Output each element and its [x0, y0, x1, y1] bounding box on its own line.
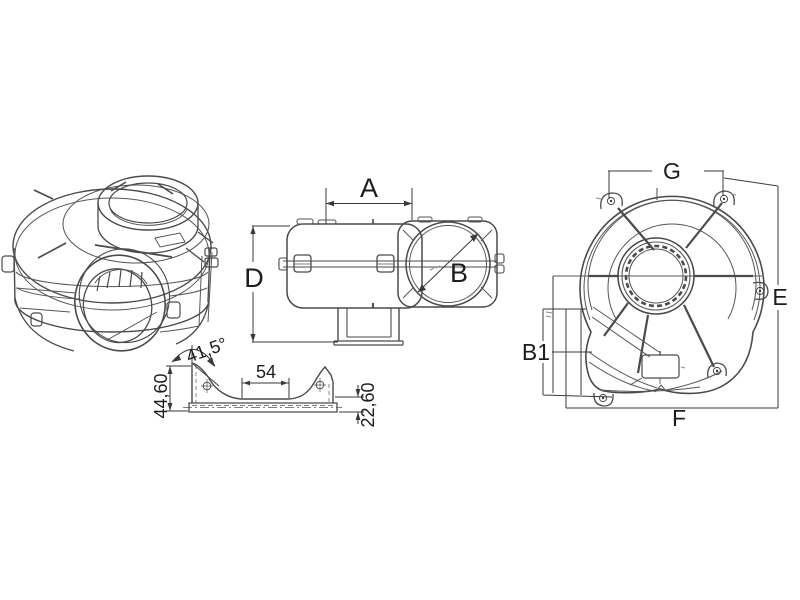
dim-label-2260: 22,60: [358, 382, 378, 427]
dim-2260: 22,60: [335, 382, 378, 428]
front-view: G E F B1: [522, 158, 791, 431]
impeller-slats: [94, 268, 148, 292]
dim-label-4460: 44,60: [151, 373, 171, 418]
side-view: A D B: [241, 173, 505, 346]
top-ribs: [33, 181, 214, 263]
volute-lines: [588, 306, 723, 393]
ear-top-left: [600, 192, 623, 210]
ear-radius-marks: [595, 193, 737, 200]
dim-g: G: [608, 158, 779, 199]
bracket-hole-right: [314, 378, 326, 392]
radial-ribs: [589, 202, 753, 374]
ear-right: [752, 281, 769, 300]
bracket-hole-left: [201, 379, 213, 393]
dim-label-d: D: [244, 263, 264, 293]
dim-f: F: [565, 398, 778, 431]
dim-e: E: [770, 186, 791, 408]
dim-label-b1: B1: [522, 339, 550, 365]
inlet-collar: [97, 175, 199, 254]
seam-band: [278, 253, 505, 274]
ear-top-right: [713, 190, 735, 208]
ear-bottom-left: [593, 392, 614, 407]
dim-label-g: G: [663, 158, 681, 184]
dim-d: D: [241, 225, 338, 343]
dim-label-f: F: [672, 405, 686, 431]
dim-a: A: [325, 173, 413, 224]
outlet-duct: [74, 248, 171, 352]
b1-small-note: [545, 311, 554, 318]
isometric-view: [1, 175, 219, 352]
diameter-note-mark: [429, 265, 441, 271]
nameplate-mark: [680, 366, 686, 369]
dim-b1: B1: [522, 276, 613, 398]
dim-label-b: B: [450, 258, 468, 288]
dim-label-a: A: [360, 173, 378, 203]
outlet-circle: [402, 221, 493, 307]
dim-4460: 44,60: [151, 365, 191, 419]
mounting-ears: [593, 190, 769, 407]
nameplate: [641, 351, 686, 384]
pedestal: [333, 303, 404, 346]
bracket-detail-view: 41,5° 54 44,60 22,60: [151, 333, 378, 427]
housing-clips: [1, 247, 219, 327]
ear-bottom-right: [707, 362, 727, 379]
dim-54: 54: [241, 362, 290, 398]
dim-label-54: 54: [256, 362, 276, 382]
dim-label-e: E: [772, 284, 787, 310]
dim-label-angle: 41,5°: [183, 333, 230, 366]
dim-angle: 41,5°: [171, 333, 230, 367]
